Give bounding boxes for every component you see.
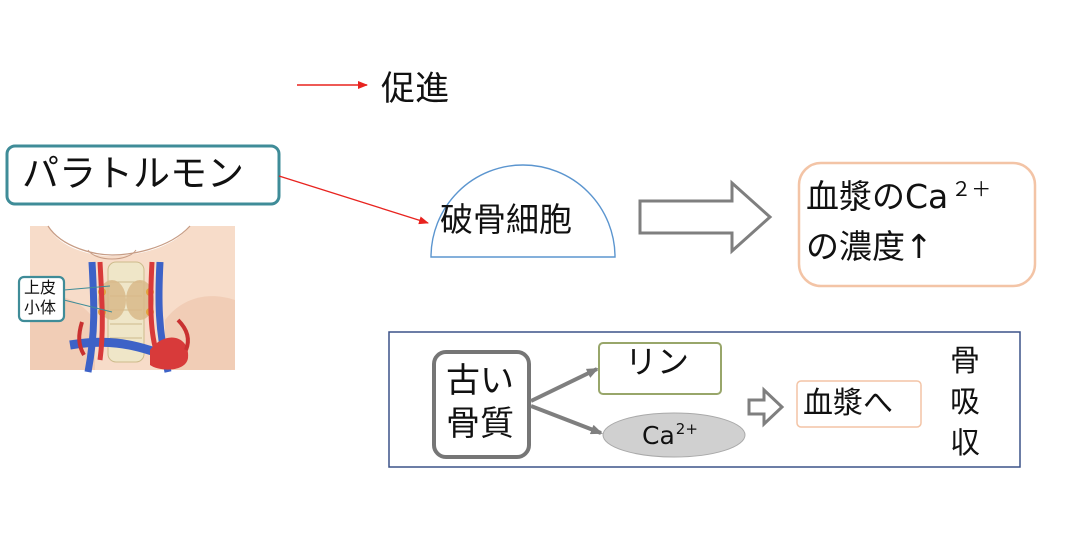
legend-label: 促進 [381,69,449,109]
result-superscript: ２＋ [951,177,992,201]
osteoclast-shape [430,164,616,258]
parathyroid-label-line1: 上皮 [24,278,57,297]
calcium-base: Ca [642,421,675,450]
arrow-to-calcium [530,404,603,435]
resorption-side-label-3: 収 [950,426,980,461]
parathyroid-label-line2: 小体 [24,298,57,317]
result-box [797,161,1037,288]
result-plasma-ca-label: 血漿のCa [806,177,949,216]
neck-illustration-image [30,225,235,373]
old-bone-label-line2: 骨質 [446,404,514,444]
arrow-to-phosphorus [530,367,599,403]
plasma-label: 血漿へ [803,386,893,421]
promote-arrow [278,175,429,225]
small-hollow-arrow [747,386,785,428]
plasma-box [796,380,922,428]
big-hollow-arrow [638,179,773,255]
parathyroid-label-box [17,275,66,323]
result-text-line2: の濃度↑ [806,227,933,266]
phosphorus-label: リン [625,343,690,381]
calcium-superscript: 2+ [675,420,698,438]
resorption-side-label-2: 吸 [950,385,980,420]
osteoclast-label: 破骨細胞 [440,200,572,239]
resorption-side-label-1: 骨 [950,344,980,379]
parathormone-label: パラトルモン [22,152,244,195]
old-bone-box [432,350,531,459]
calcium-label: Ca2+ [642,420,698,450]
parathormone-box [5,144,281,206]
calcium-ellipse [602,412,746,458]
old-bone-label-line1: 古い [446,361,514,401]
phosphorus-box [598,342,722,395]
